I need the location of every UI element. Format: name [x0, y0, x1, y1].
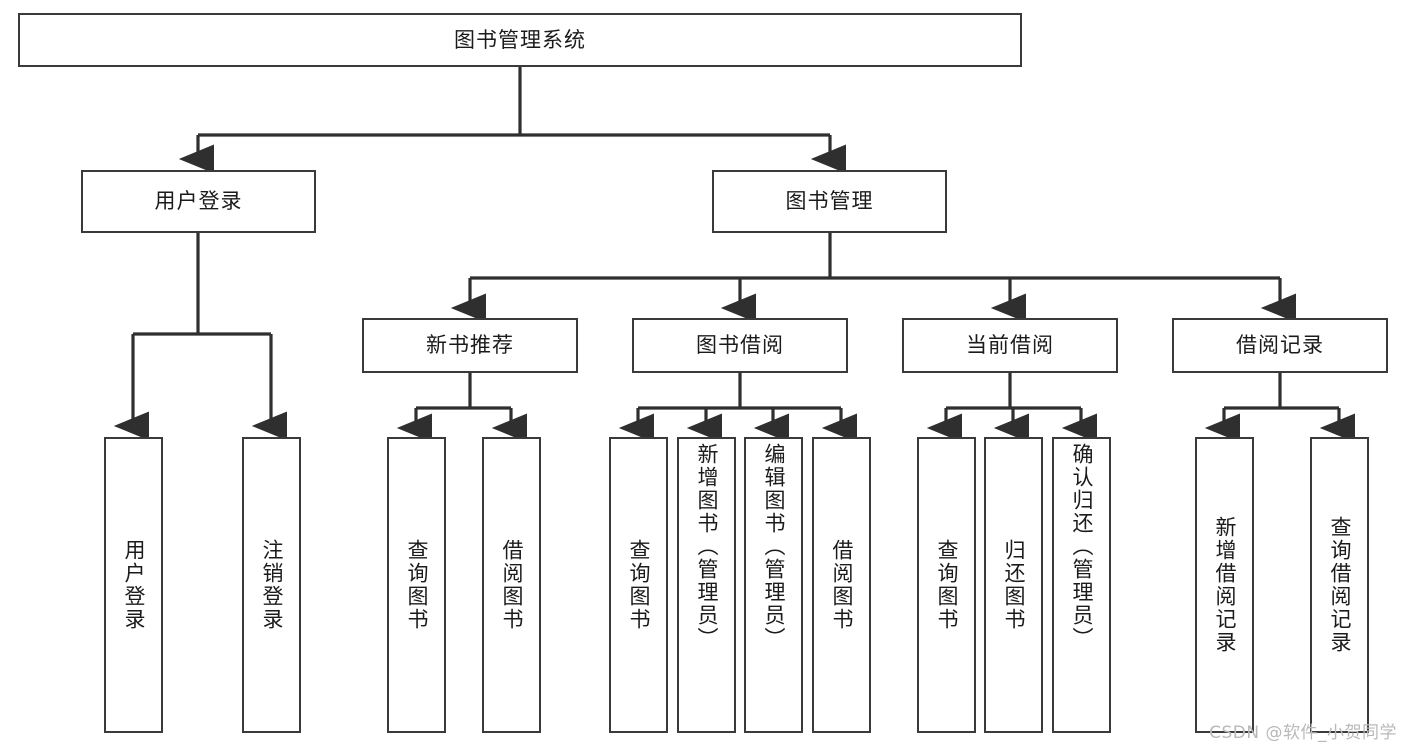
node-label: 查询借阅记录: [1328, 516, 1352, 654]
leaf-add-book-admin[interactable]: 新增图书（管理员）: [677, 437, 736, 733]
node-label: 查询图书: [627, 539, 651, 631]
node-label: 新增借阅记录: [1213, 516, 1237, 654]
leaf-edit-book-admin[interactable]: 编辑图书（管理员）: [744, 437, 803, 733]
leaf-query-book-current[interactable]: 查询图书: [917, 437, 976, 733]
node-label: 图书借阅: [696, 333, 784, 358]
node-label: 图书管理: [785, 189, 874, 214]
leaf-add-borrow-record[interactable]: 新增借阅记录: [1195, 437, 1254, 733]
node-label: 用户登录: [122, 539, 146, 631]
node-current-borrow[interactable]: 当前借阅: [902, 318, 1118, 373]
node-user-login[interactable]: 用户登录: [81, 170, 316, 233]
node-book-management[interactable]: 图书管理: [712, 170, 947, 233]
node-label: 确认归还（管理员）: [1070, 443, 1094, 650]
node-root-system[interactable]: 图书管理系统: [18, 13, 1022, 67]
node-label: 新增图书（管理员）: [695, 443, 719, 650]
leaf-logout[interactable]: 注销登录: [242, 437, 301, 733]
csdn-watermark: CSDN @软件_小贺同学: [1209, 723, 1397, 743]
node-label: 当前借阅: [966, 333, 1054, 358]
node-new-book-recommend[interactable]: 新书推荐: [362, 318, 578, 373]
leaf-borrow-book-recommend[interactable]: 借阅图书: [482, 437, 541, 733]
node-label: 新书推荐: [426, 333, 514, 358]
node-label: 借阅图书: [830, 539, 854, 631]
leaf-borrow-book[interactable]: 借阅图书: [812, 437, 871, 733]
leaf-user-login[interactable]: 用户登录: [104, 437, 163, 733]
node-label: 用户登录: [154, 189, 243, 214]
node-label: 查询图书: [935, 539, 959, 631]
node-label: 借阅记录: [1236, 333, 1324, 358]
leaf-query-book-borrow[interactable]: 查询图书: [609, 437, 668, 733]
node-label: 查询图书: [405, 539, 429, 631]
node-label: 借阅图书: [500, 539, 524, 631]
node-borrow-record[interactable]: 借阅记录: [1172, 318, 1388, 373]
leaf-query-borrow-record[interactable]: 查询借阅记录: [1310, 437, 1369, 733]
node-book-borrow[interactable]: 图书借阅: [632, 318, 848, 373]
node-label: 归还图书: [1002, 539, 1026, 631]
node-label: 编辑图书（管理员）: [762, 443, 786, 650]
leaf-query-book-recommend[interactable]: 查询图书: [387, 437, 446, 733]
node-label: 图书管理系统: [454, 27, 586, 52]
leaf-confirm-return-admin[interactable]: 确认归还（管理员）: [1052, 437, 1111, 733]
leaf-return-book[interactable]: 归还图书: [984, 437, 1043, 733]
node-label: 注销登录: [260, 539, 284, 631]
